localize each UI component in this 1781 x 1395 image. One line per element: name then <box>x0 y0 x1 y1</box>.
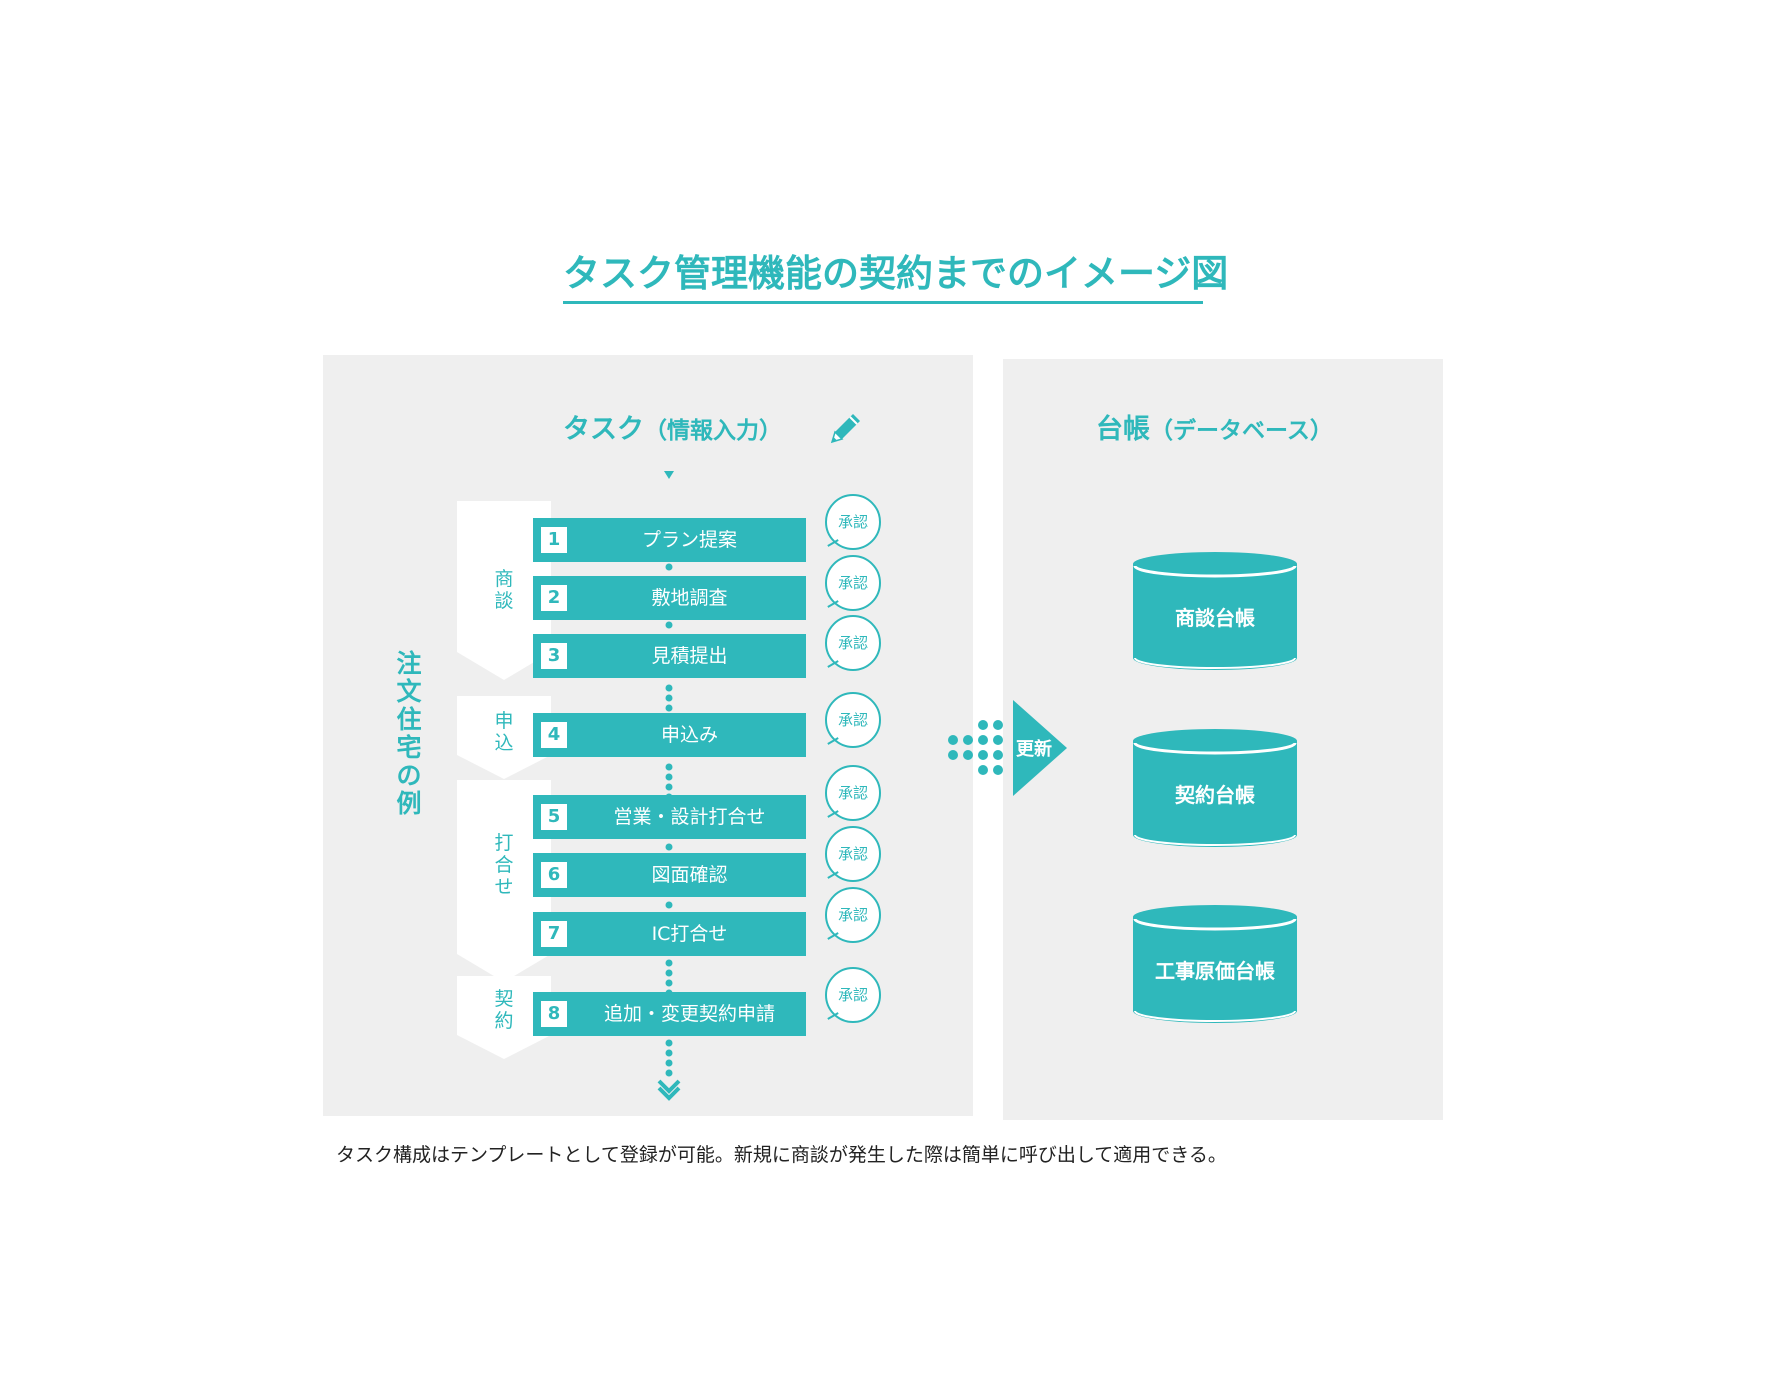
database-cylinder[interactable]: 工事原価台帳 <box>1131 903 1299 1027</box>
stage-label: 契約 <box>494 988 514 1032</box>
task-item[interactable]: 5 営業・設計打合せ <box>533 795 806 839</box>
database-icon <box>1133 552 1297 670</box>
task-label: 見積提出 <box>651 645 728 667</box>
database-label: 商談台帳 <box>1175 606 1255 630</box>
task-item[interactable]: 2 敷地調査 <box>533 576 806 620</box>
pencil-icon <box>830 414 860 444</box>
task-number: 7 <box>541 921 567 947</box>
stage-chevron-keiyaku <box>457 976 551 1059</box>
task-label: プラン提案 <box>641 529 737 551</box>
footnote: タスク構成はテンプレートとして登録が可能。新規に商談が発生した際は簡単に呼び出し… <box>336 1144 1227 1166</box>
task-item[interactable]: 4 申込み <box>533 713 806 757</box>
start-triangle-icon <box>664 471 674 479</box>
update-arrow <box>948 700 1067 796</box>
task-item[interactable]: 6 図面確認 <box>533 853 806 897</box>
task-label: 申込み <box>660 724 718 746</box>
task-number: 5 <box>541 804 567 830</box>
approval-badge[interactable]: 承認 <box>825 615 881 671</box>
task-item[interactable]: 1 プラン提案 <box>533 518 806 562</box>
task-number: 1 <box>541 527 567 553</box>
ledger-heading-main: 台帳 <box>1096 414 1150 445</box>
approval-badge[interactable]: 承認 <box>825 826 881 882</box>
database-cylinder[interactable]: 商談台帳 <box>1131 550 1299 674</box>
stage-chevron-uchiawase <box>457 780 551 982</box>
task-number: 6 <box>541 862 567 888</box>
database-icon <box>1133 729 1297 847</box>
stage-label: 申込 <box>494 710 514 754</box>
task-number: 4 <box>541 722 567 748</box>
stage-label: 打合せ <box>494 832 514 898</box>
task-number: 2 <box>541 585 567 611</box>
task-number: 3 <box>541 643 567 669</box>
title-underline <box>563 301 1203 304</box>
page-title: タスク管理機能の契約までのイメージ図 <box>563 252 1229 295</box>
arrow-dots <box>948 720 1003 775</box>
task-number: 8 <box>541 1001 567 1027</box>
task-label: 営業・設計打合せ <box>613 806 766 828</box>
side-label: 注文住宅の例 <box>396 649 422 818</box>
ledger-heading: 台帳（データベース） <box>1096 412 1333 449</box>
database-label: 工事原価台帳 <box>1155 959 1275 983</box>
task-label: 図面確認 <box>651 864 728 886</box>
database-cylinder[interactable]: 契約台帳 <box>1131 727 1299 851</box>
task-item[interactable]: 7 IC打合せ <box>533 912 806 956</box>
task-heading-main: タスク <box>563 414 644 445</box>
approval-badge[interactable]: 承認 <box>825 692 881 748</box>
stage-label: 商談 <box>494 568 514 612</box>
approval-badge[interactable]: 承認 <box>825 967 881 1023</box>
approval-badge[interactable]: 承認 <box>825 887 881 943</box>
task-heading-sub: （情報入力） <box>644 418 782 444</box>
task-item[interactable]: 8 追加・変更契約申請 <box>533 992 806 1036</box>
task-label: IC打合せ <box>651 923 728 945</box>
stage-chevron-moushikomi <box>457 696 551 779</box>
approval-badge[interactable]: 承認 <box>825 555 881 611</box>
end-arrow-icon <box>657 1079 681 1094</box>
update-label: 更新 <box>1016 739 1052 760</box>
stage-chevron-shodan <box>457 501 551 680</box>
task-item[interactable]: 3 見積提出 <box>533 634 806 678</box>
ledger-heading-sub: （データベース） <box>1150 418 1333 444</box>
task-heading: タスク（情報入力） <box>563 412 782 449</box>
approval-badge[interactable]: 承認 <box>825 765 881 821</box>
database-icon <box>1133 905 1297 1023</box>
database-label: 契約台帳 <box>1175 783 1255 807</box>
approval-badge[interactable]: 承認 <box>825 494 881 550</box>
task-label: 敷地調査 <box>651 587 728 609</box>
task-label: 追加・変更契約申請 <box>603 1003 775 1025</box>
